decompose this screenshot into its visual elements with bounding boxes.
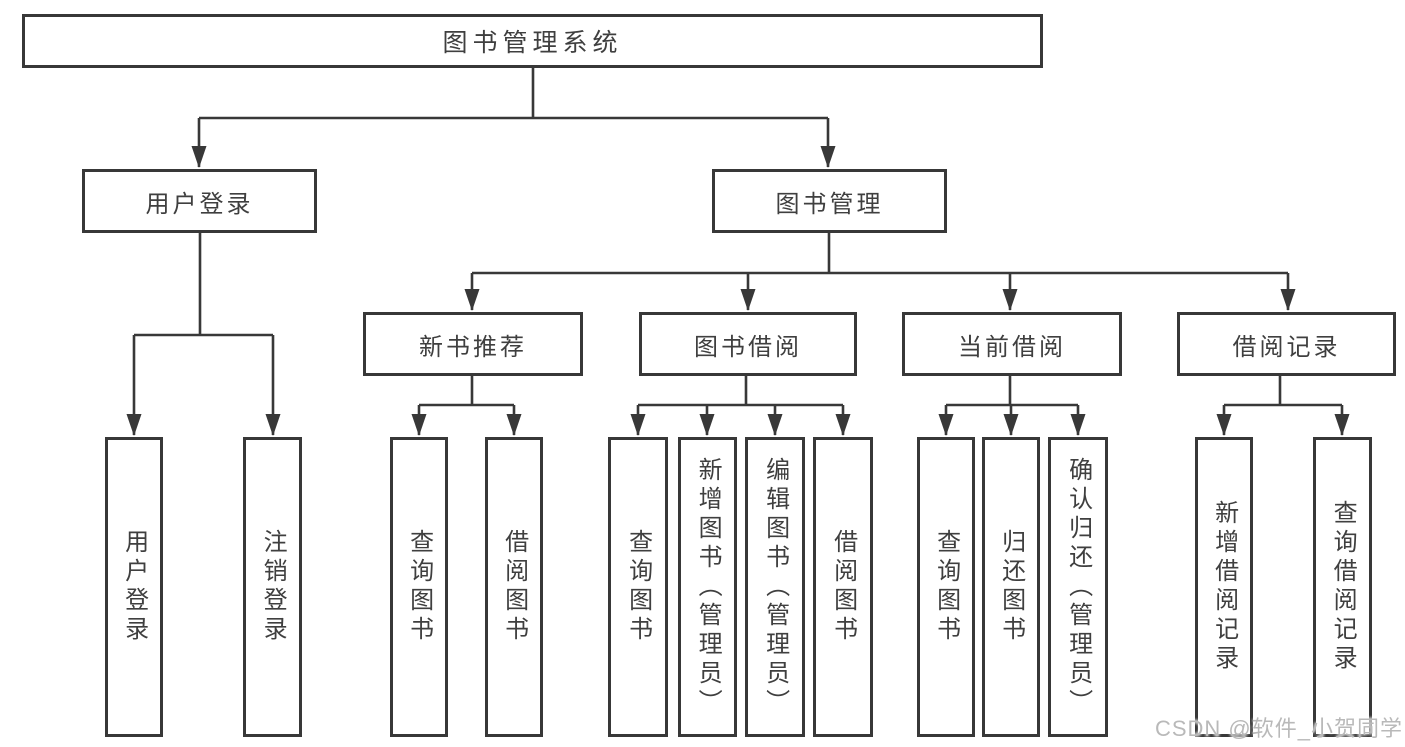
node-borrow-records: 借阅记录 (1177, 312, 1396, 376)
node-leaf-borrow-book-recommend: 借阅图书 (485, 437, 543, 737)
node-leaf-edit-book-admin-label: 编辑图书（管理员） (761, 456, 789, 718)
node-root-library-system: 图书管理系统 (22, 14, 1043, 68)
node-book-management: 图书管理 (712, 169, 947, 233)
node-book-borrowing: 图书借阅 (639, 312, 857, 376)
node-leaf-query-book-current-label: 查询图书 (932, 529, 960, 645)
csdn-watermark: CSDN @软件_小贺同学 (1154, 716, 1403, 741)
node-book-management-label: 图书管理 (775, 190, 884, 218)
node-leaf-query-book-recommend: 查询图书 (390, 437, 448, 737)
node-leaf-user-login: 用户登录 (105, 437, 163, 737)
node-user-login: 用户登录 (82, 169, 317, 233)
node-leaf-query-book-borrowing-label: 查询图书 (624, 529, 652, 645)
node-leaf-query-borrow-record-label: 查询借阅记录 (1329, 500, 1357, 674)
node-user-login-label: 用户登录 (145, 190, 254, 218)
node-leaf-query-book-borrowing: 查询图书 (608, 437, 668, 737)
node-leaf-return-book: 归还图书 (982, 437, 1040, 737)
node-root-label: 图书管理系统 (442, 29, 623, 57)
node-leaf-confirm-return-admin: 确认归还（管理员） (1048, 437, 1108, 737)
node-leaf-add-book-admin: 新增图书（管理员） (678, 437, 737, 737)
node-leaf-edit-book-admin: 编辑图书（管理员） (745, 437, 805, 737)
node-leaf-query-book-current: 查询图书 (917, 437, 975, 737)
node-leaf-query-borrow-record: 查询借阅记录 (1313, 437, 1372, 737)
node-leaf-add-borrow-record-label: 新增借阅记录 (1210, 500, 1238, 674)
node-leaf-query-book-recommend-label: 查询图书 (405, 529, 433, 645)
node-leaf-borrow-book-recommend-label: 借阅图书 (500, 529, 528, 645)
node-leaf-borrow-book: 借阅图书 (813, 437, 873, 737)
node-leaf-add-book-admin-label: 新增图书（管理员） (694, 456, 722, 718)
node-current-borrowing-label: 当前借阅 (958, 333, 1066, 361)
node-borrow-records-label: 借阅记录 (1232, 333, 1341, 361)
node-leaf-logout: 注销登录 (243, 437, 302, 737)
node-leaf-user-login-label: 用户登录 (120, 529, 148, 645)
node-leaf-confirm-return-admin-label: 确认归还（管理员） (1064, 456, 1092, 718)
node-new-book-recommend: 新书推荐 (363, 312, 583, 376)
node-new-book-recommend-label: 新书推荐 (419, 333, 527, 361)
node-current-borrowing: 当前借阅 (902, 312, 1122, 376)
node-leaf-return-book-label: 归还图书 (997, 529, 1025, 645)
node-leaf-logout-label: 注销登录 (259, 529, 287, 645)
node-leaf-add-borrow-record: 新增借阅记录 (1195, 437, 1253, 737)
node-leaf-borrow-book-label: 借阅图书 (829, 529, 857, 645)
node-book-borrowing-label: 图书借阅 (694, 333, 802, 361)
